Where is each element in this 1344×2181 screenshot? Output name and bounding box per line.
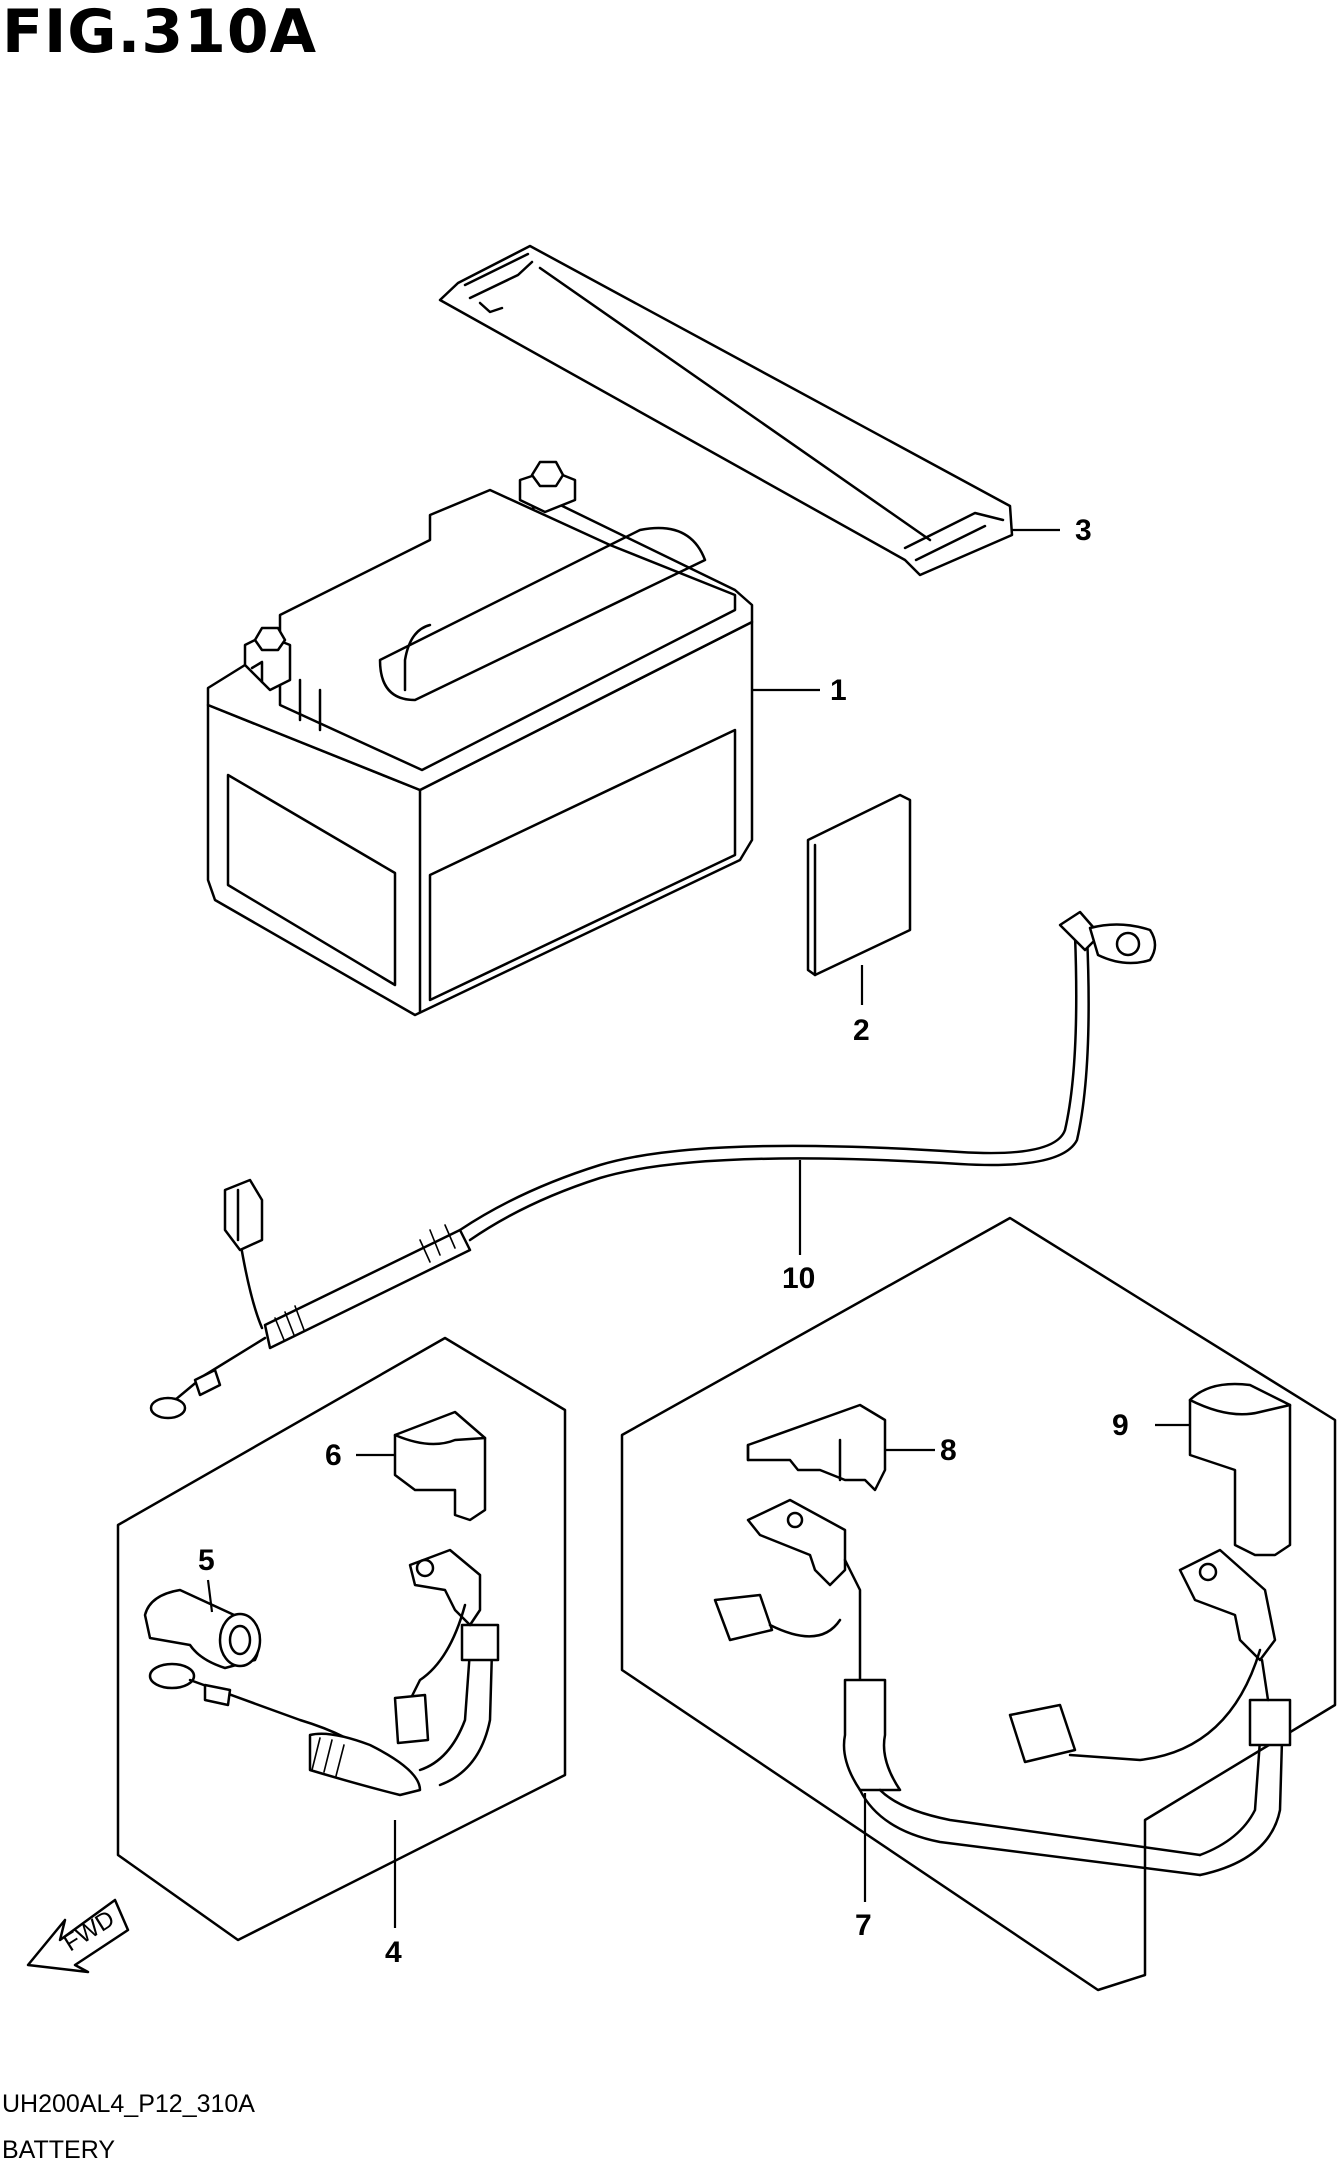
battery-part[interactable] [206, 460, 754, 1017]
figure-title: FIG.310A [2, 0, 317, 67]
callout-2: 2 [853, 1014, 870, 1047]
terminal-cover-8-part[interactable] [746, 1403, 887, 1492]
terminal-cover-9-part[interactable] [1188, 1382, 1292, 1557]
callout-5: 5 [198, 1544, 215, 1577]
callout-7: 7 [855, 1909, 872, 1942]
part-7-kit-box [620, 1216, 1337, 1992]
grommet-5-part[interactable] [143, 1588, 262, 1670]
callout-9: 9 [1112, 1409, 1129, 1442]
wire-harness-4-drawing [148, 1548, 500, 1797]
battery-label-part[interactable] [806, 793, 912, 977]
callout-10: 10 [782, 1262, 815, 1295]
fwd-direction-arrow: FWD [26, 1898, 130, 1974]
leader-lines [206, 528, 1190, 1928]
callout-8: 8 [940, 1434, 957, 1467]
callout-3: 3 [1075, 514, 1092, 547]
battery-wire-part[interactable] [149, 910, 1157, 1420]
callout-1: 1 [830, 674, 847, 707]
part-4-kit-box [116, 1336, 567, 1942]
battery-strap-part[interactable] [438, 244, 1014, 577]
battery-terminal-negative [243, 626, 292, 692]
wire-harness-7-drawing [713, 1498, 1292, 1877]
terminal-cover-6-part[interactable] [393, 1410, 487, 1522]
figure-name: BATTERY [2, 2136, 115, 2164]
callout-labels: 3 1 2 10 6 5 8 9 4 7 [198, 514, 1129, 1969]
battery-terminal-positive [518, 460, 577, 514]
callout-4: 4 [385, 1936, 402, 1969]
callout-6: 6 [325, 1439, 342, 1472]
figure-code: UH200AL4_P12_310A [2, 2090, 255, 2118]
